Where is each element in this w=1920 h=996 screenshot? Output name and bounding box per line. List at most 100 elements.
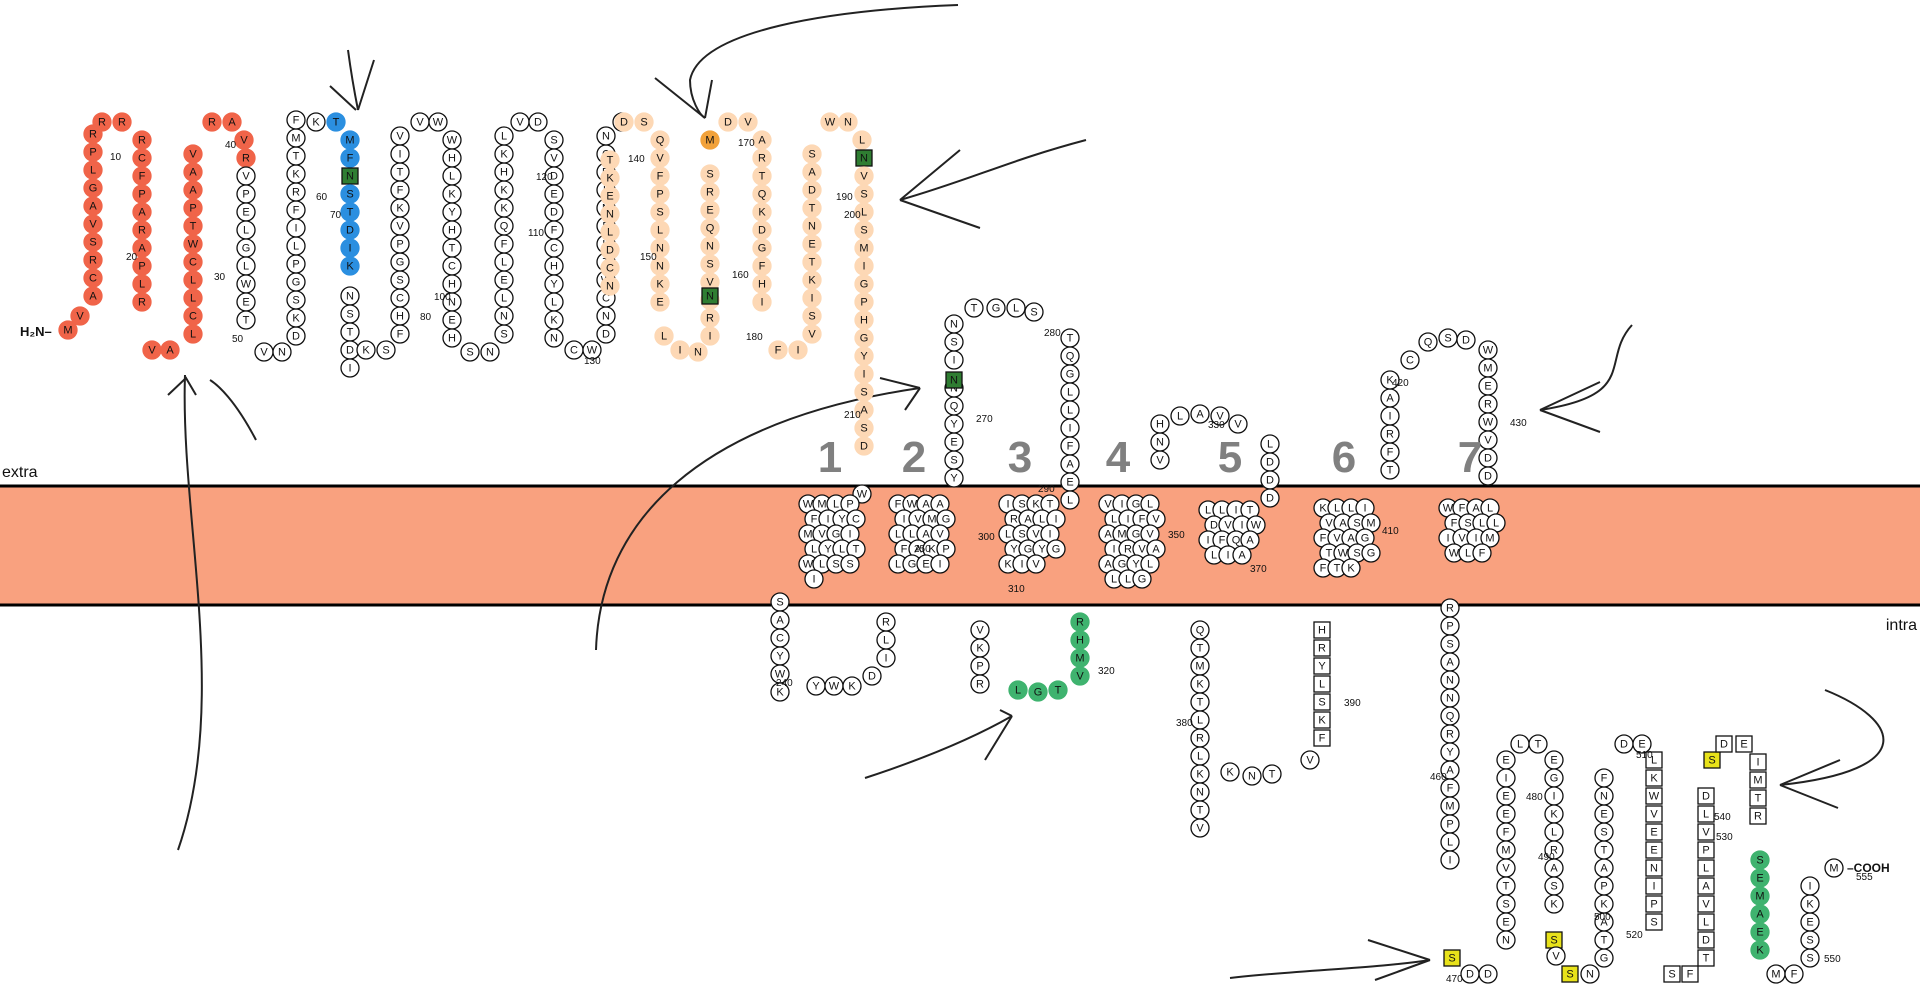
residue-number: 540: [1714, 812, 1731, 823]
residue: D: [1614, 734, 1634, 754]
residue: F: [494, 234, 514, 254]
residue: P: [286, 254, 306, 274]
residue: H: [752, 274, 772, 294]
residue: T: [1594, 840, 1614, 860]
residue: T: [236, 310, 256, 330]
residue: M: [1440, 796, 1460, 816]
residue: Q: [494, 216, 514, 236]
residue-letter: Y: [1010, 544, 1018, 556]
residue-letter: L: [1348, 503, 1354, 515]
residue-letter: A: [1339, 518, 1347, 530]
residue-letter: F: [1320, 563, 1327, 575]
residue-letter: M: [927, 514, 936, 526]
residue-letter: R: [208, 117, 216, 129]
residue: R: [286, 182, 306, 202]
residue-letter: N: [1600, 791, 1608, 803]
residue-letter: I: [1808, 881, 1811, 893]
residue-letter: R: [242, 153, 250, 165]
residue-letter: G: [1132, 529, 1141, 541]
residue-letter: S: [466, 347, 473, 359]
residue: F: [768, 340, 788, 360]
residue-number: 70: [330, 210, 342, 221]
residue-letter: A: [89, 201, 97, 213]
residue: A: [183, 162, 203, 182]
tm-helix-number: 6: [1332, 433, 1356, 482]
residue-letter: I: [1048, 529, 1051, 541]
residue: V: [1150, 450, 1170, 470]
residue: S: [1561, 965, 1579, 983]
residue-letter: N: [860, 153, 868, 165]
residue-letter: F: [775, 345, 782, 357]
residue-letter: D: [534, 117, 542, 129]
residue-letter: W: [803, 499, 814, 511]
residue-letter: K: [808, 275, 816, 287]
residue-letter: M: [1755, 891, 1764, 903]
residue: S: [1024, 302, 1044, 322]
residue: T: [286, 146, 306, 166]
residue-letter: S: [500, 329, 507, 341]
residue-letter: S: [1806, 935, 1813, 947]
residue-letter: M: [859, 243, 868, 255]
residue-letter: S: [1550, 935, 1557, 947]
residue: R: [1749, 807, 1767, 825]
residue-letter: A: [1446, 657, 1454, 669]
residue-letter: M: [1366, 518, 1375, 530]
residue-shape: [1645, 895, 1663, 913]
residue-letter: M: [1483, 363, 1492, 375]
residue-number: 240: [776, 678, 793, 689]
residue-shape: [1824, 858, 1844, 878]
residue-letter: R: [1010, 514, 1018, 526]
residue-letter: D: [1484, 471, 1492, 483]
residue-letter: M: [705, 135, 714, 147]
residue-shape: [1400, 350, 1420, 370]
residue: Q: [1418, 332, 1438, 352]
residue-letter: V: [550, 153, 558, 165]
residue-letter: M: [345, 135, 354, 147]
residue-letter: E: [606, 191, 613, 203]
residue: W: [1478, 412, 1498, 432]
residue-shape: [1697, 841, 1715, 859]
residue: H: [1150, 414, 1170, 434]
residue-letter: I: [678, 345, 681, 357]
residue-letter: H: [860, 315, 868, 327]
residue: M: [700, 130, 720, 150]
residue-letter: M: [1485, 533, 1494, 545]
residue-letter: R: [138, 225, 146, 237]
residue-shape: [460, 342, 480, 362]
residue-letter: C: [550, 243, 558, 255]
residue-letter: N: [602, 311, 610, 323]
residue: F: [1380, 442, 1400, 462]
residue-letter: E: [656, 297, 663, 309]
residue-letter: Q: [706, 223, 715, 235]
residue-letter: N: [1586, 969, 1594, 981]
residue: T: [1190, 692, 1210, 712]
residue: F: [390, 324, 410, 344]
residue: R: [1478, 394, 1498, 414]
residue-shape: [1645, 769, 1663, 787]
residue: T: [1496, 876, 1516, 896]
residue-letter: K: [776, 687, 784, 699]
residue: G: [1046, 539, 1066, 559]
residue-shape: [112, 112, 132, 132]
residue: A: [1440, 652, 1460, 672]
residue-letter: L: [243, 261, 249, 273]
residue: K: [494, 144, 514, 164]
residue-letter: M: [803, 529, 812, 541]
residue-letter: D: [1702, 935, 1710, 947]
residue-number: 310: [1008, 584, 1025, 595]
residue: L: [83, 160, 103, 180]
residue-letter: N: [1650, 863, 1658, 875]
residue: Y: [1440, 742, 1460, 762]
residue-letter: K: [550, 315, 558, 327]
residue-letter: C: [138, 153, 146, 165]
residue-letter: L: [1551, 827, 1557, 839]
residue: S: [1545, 931, 1563, 949]
residue: H: [544, 256, 564, 276]
residue-letter: N: [656, 261, 664, 273]
residue-shape: [700, 164, 720, 184]
residue-shape: [701, 287, 719, 305]
residue: E: [1800, 912, 1820, 932]
residue: L: [1645, 751, 1663, 769]
residue-letter: F: [1503, 827, 1510, 839]
